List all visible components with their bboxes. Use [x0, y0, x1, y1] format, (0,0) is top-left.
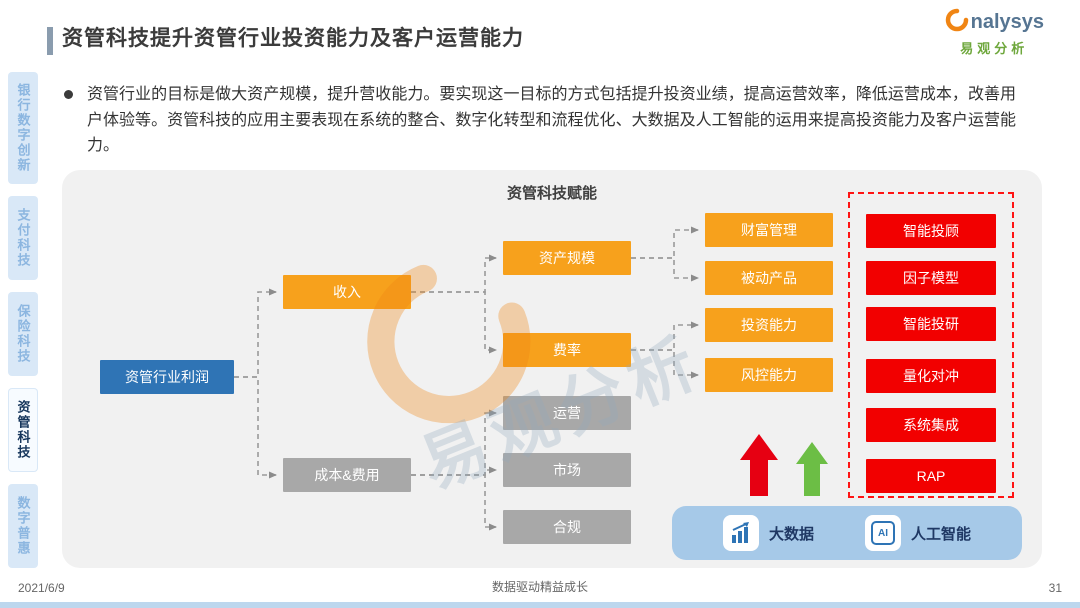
diagram-node-fee-rate: 费率 — [503, 333, 631, 367]
diagram-title: 资管科技赋能 — [506, 185, 597, 202]
analysys-logo: nalysys 易观分析 — [945, 8, 1044, 57]
diagram-node-robo-advisor: 智能投顾 — [866, 214, 996, 248]
diagram-node-factor-model: 因子模型 — [866, 261, 996, 295]
diagram-node-operations: 运营 — [503, 396, 631, 430]
big-data-label: 大数据 — [768, 525, 814, 543]
green-up-arrow-icon — [796, 442, 828, 501]
diagram-node-root: 资管行业利润 — [100, 360, 234, 394]
footer-strip — [0, 602, 1080, 608]
ai-item: AI 人工智能 — [864, 515, 971, 551]
diagram-node-rap: RAP — [866, 459, 996, 493]
diagram-node-asset-scale: 资产规模 — [503, 241, 631, 275]
page-title: 资管科技提升资管行业投资能力及客户运营能力 — [62, 27, 524, 50]
diagram-node-compliance: 合规 — [503, 510, 631, 544]
diagram-node-quant-hedging: 量化对冲 — [866, 359, 996, 393]
diagram-node-wealth-mgmt: 财富管理 — [705, 213, 833, 247]
bar-chart-icon — [722, 515, 759, 551]
footer-slogan: 数据驱动精益成长 — [491, 580, 588, 594]
intro-text: 资管行业的目标是做大资产规模，提升营收能力。要实现这一目标的方式包括提升投资业绩… — [87, 86, 1016, 155]
title-accent-bar — [47, 27, 53, 55]
diagram-node-risk-control: 风控能力 — [705, 358, 833, 392]
tech-group-outline — [848, 192, 1014, 498]
diagram-node-passive-products: 被动产品 — [705, 261, 833, 295]
diagram-canvas: 资管科技赋能 资管行业利润 — [62, 170, 1042, 568]
analysys-swirl-icon — [945, 8, 969, 37]
sidebar-item-bank-digital-innovation[interactable]: 银行数字创新 — [8, 72, 38, 184]
sidebar-item-asset-mgmt-tech[interactable]: 资管科技 — [8, 388, 38, 472]
diagram-node-investment-capability: 投资能力 — [705, 308, 833, 342]
logo-brand-cn: 易观分析 — [960, 41, 1029, 56]
diagram-node-revenue: 收入 — [283, 275, 411, 309]
footer-date: 2021/6/9 — [18, 581, 65, 595]
diagram-node-marketing: 市场 — [503, 453, 631, 487]
big-data-item: 大数据 — [722, 515, 814, 551]
diagram-node-smart-research: 智能投研 — [866, 307, 996, 341]
capability-panel: 大数据 AI 人工智能 — [672, 506, 1022, 560]
ai-chip-icon: AI — [864, 515, 901, 551]
sidebar-item-digital-inclusion[interactable]: 数字普惠 — [8, 484, 38, 568]
intro-paragraph: 资管行业的目标是做大资产规模，提升营收能力。要实现这一目标的方式包括提升投资业绩… — [64, 82, 1016, 159]
logo-brand-text: nalysys — [970, 11, 1044, 33]
diagram-node-cost: 成本&费用 — [283, 458, 411, 492]
ai-label: 人工智能 — [910, 525, 971, 543]
diagram-node-system-integration: 系统集成 — [866, 408, 996, 442]
bullet-icon — [64, 90, 73, 99]
sidebar-item-payment-tech[interactable]: 支付科技 — [8, 196, 38, 280]
sidebar-item-insurance-tech[interactable]: 保险科技 — [8, 292, 38, 376]
red-up-arrow-icon — [740, 434, 778, 501]
footer-page-number: 31 — [1048, 581, 1062, 595]
